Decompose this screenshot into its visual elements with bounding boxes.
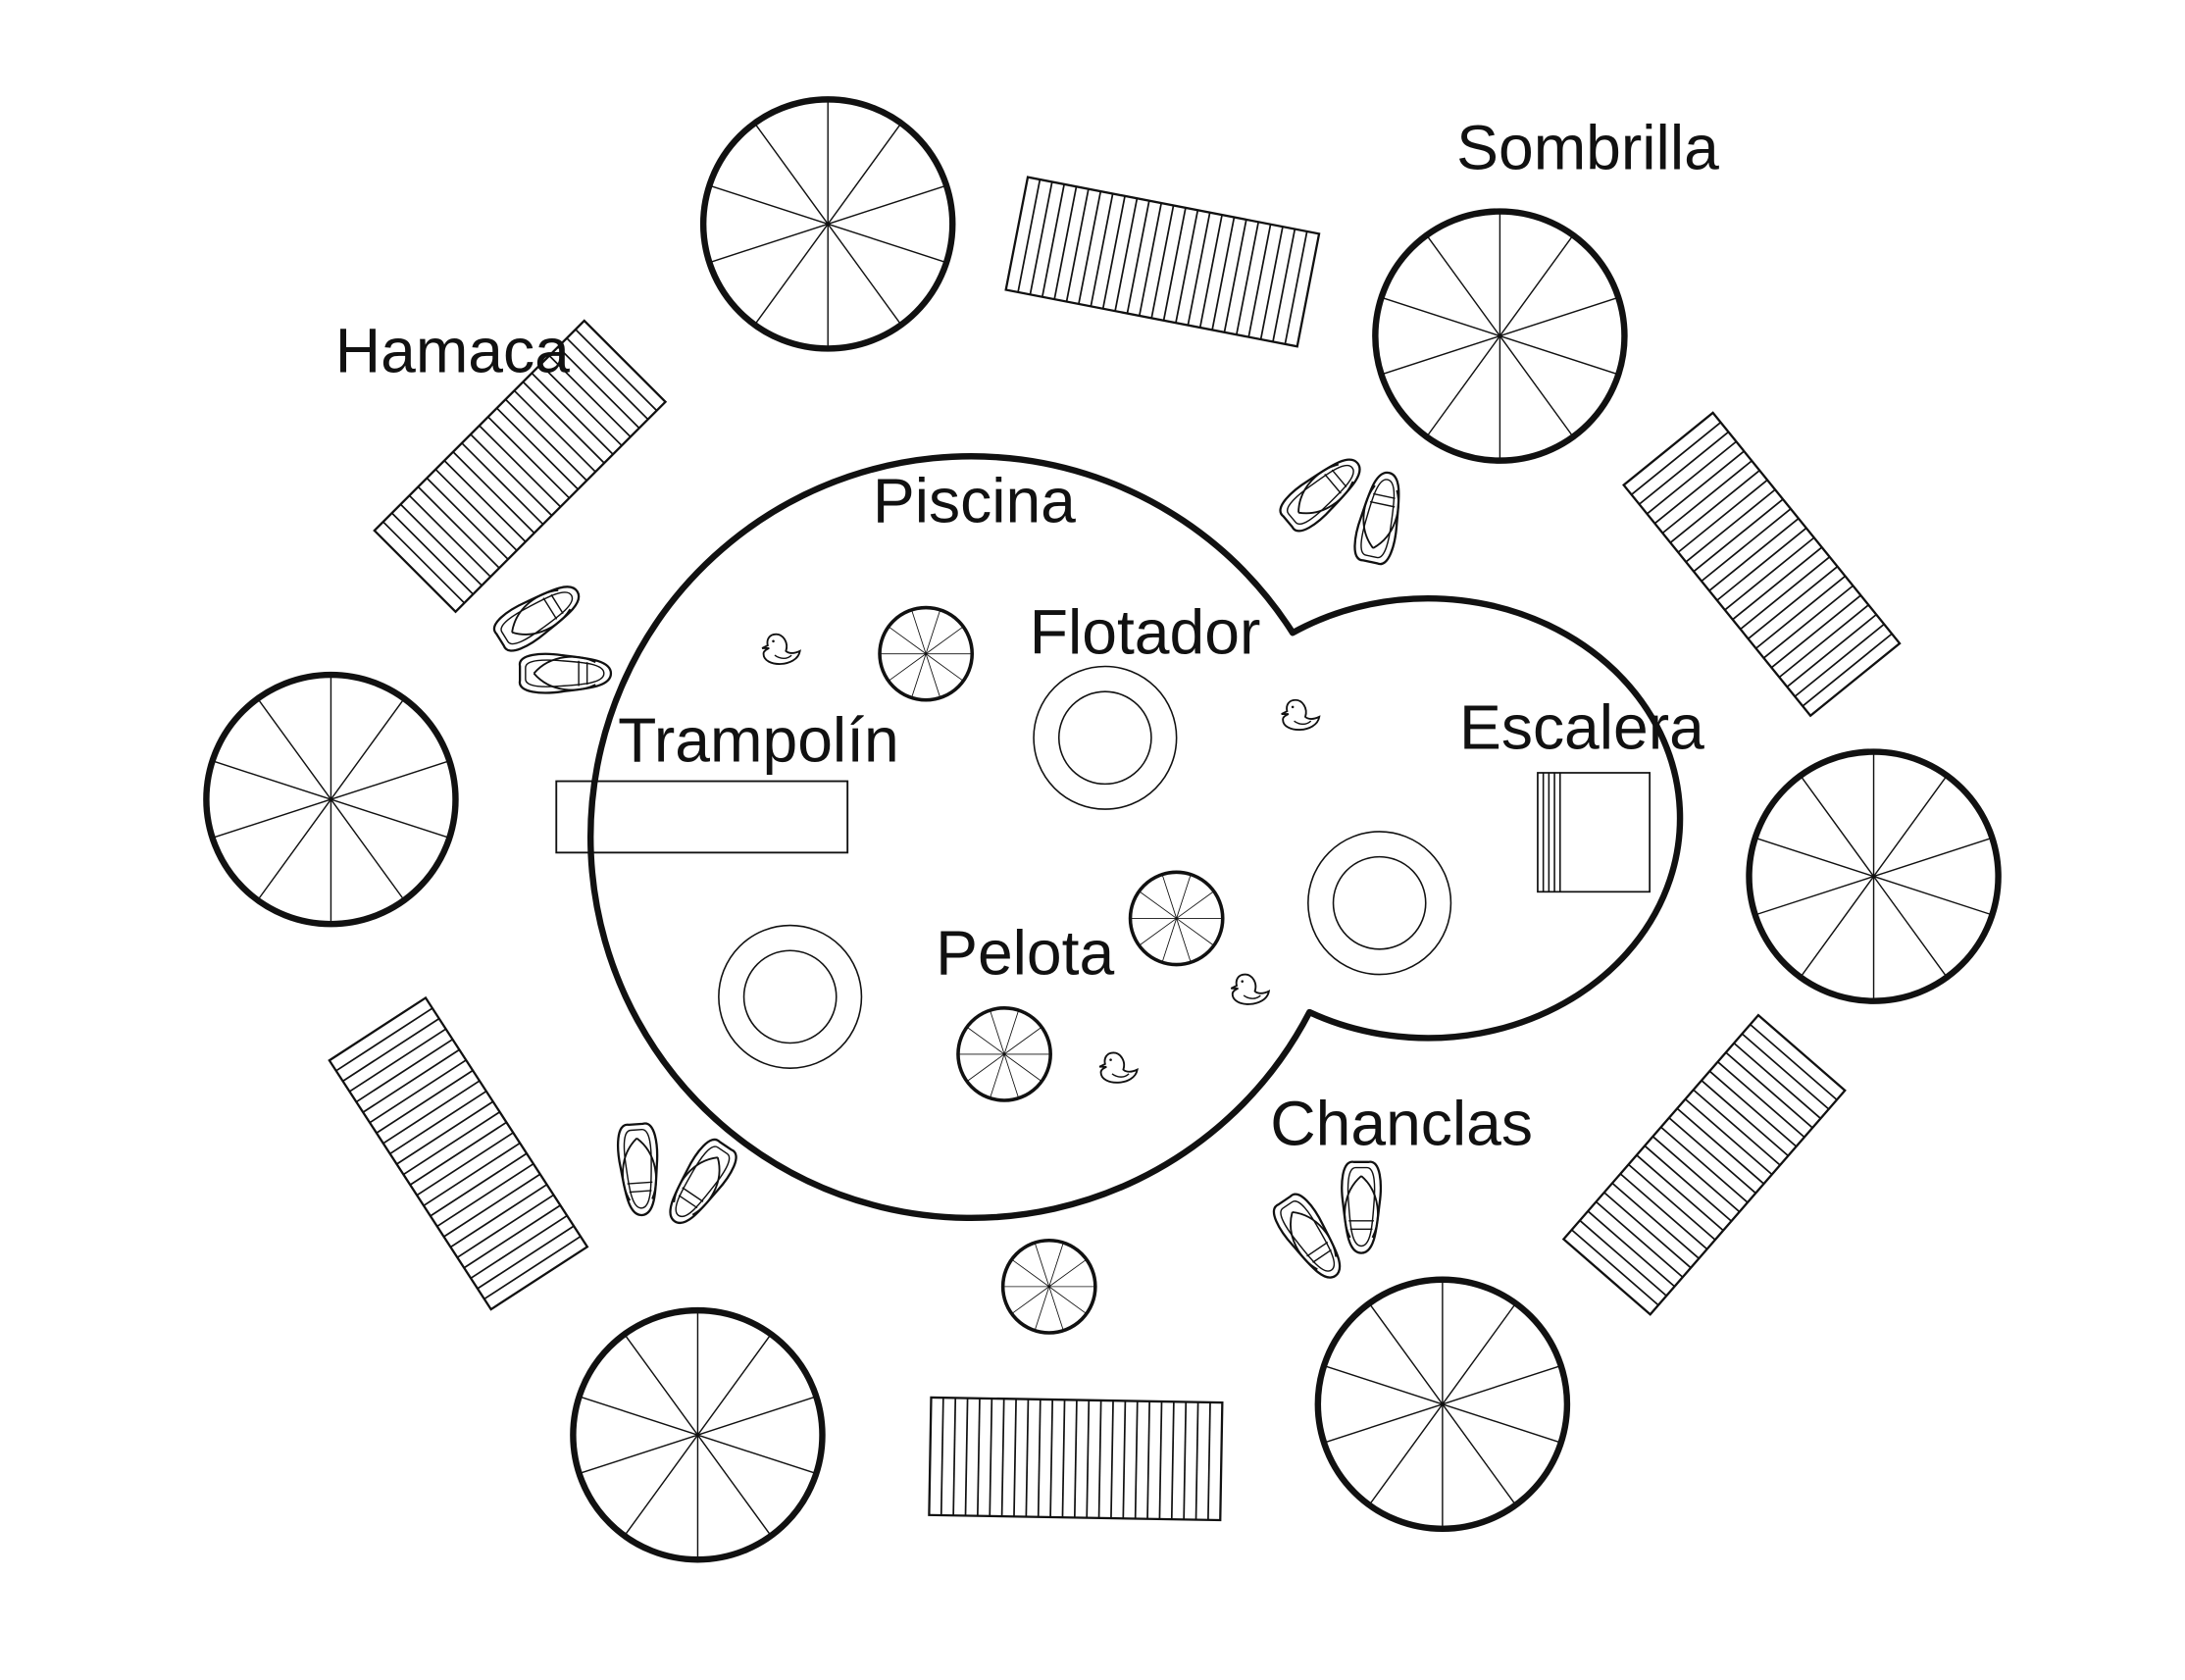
hamaca-top-left xyxy=(373,319,668,614)
pato-3 xyxy=(1230,973,1271,1005)
escalera-ladder xyxy=(1537,772,1651,893)
flotador-3 xyxy=(718,924,863,1069)
hamaca-top-right xyxy=(1622,411,1902,718)
hamaca-top xyxy=(1004,176,1321,348)
hamacas-group xyxy=(328,176,1902,1522)
chancla-left-1 xyxy=(492,585,581,652)
flotador-2 xyxy=(1307,831,1452,976)
piscina-group xyxy=(555,453,1684,1222)
label-hamaca: Hamaca xyxy=(335,316,570,386)
sombrilla-bottom-left xyxy=(570,1306,826,1563)
sombrilla-bottom-right xyxy=(1314,1276,1571,1533)
hamaca-bottom-left xyxy=(328,995,589,1311)
sombrilla-right xyxy=(1746,748,2002,1004)
pelota-3 xyxy=(956,1006,1052,1102)
chancla-bottom-right-1 xyxy=(1272,1193,1342,1279)
chancla-left-2 xyxy=(519,652,613,694)
label-escalera: Escalera xyxy=(1459,692,1704,763)
chanclas-group xyxy=(492,458,1400,1279)
piscina-outline xyxy=(586,453,1684,1222)
pelota-1 xyxy=(878,605,975,702)
pelota-4 xyxy=(1000,1238,1097,1335)
hamaca-bottom-right xyxy=(1561,1013,1847,1316)
label-chanclas: Chanclas xyxy=(1270,1089,1533,1159)
sombrilla-left xyxy=(203,671,459,928)
chancla-top-2 xyxy=(1353,471,1400,566)
flotador-1 xyxy=(1033,665,1178,810)
pato-1 xyxy=(761,633,801,665)
chancla-bottom-right-2 xyxy=(1341,1160,1383,1254)
chancla-bottom-left-1 xyxy=(617,1122,659,1217)
label-flotador: Flotador xyxy=(1030,597,1261,668)
sombrillas-group xyxy=(203,96,2002,1563)
chancla-bottom-left-2 xyxy=(669,1138,737,1225)
label-sombrilla: Sombrilla xyxy=(1456,113,1719,183)
pato-2 xyxy=(1281,698,1321,731)
pato-4 xyxy=(1098,1051,1139,1084)
chancla-top-1 xyxy=(1279,458,1361,533)
sombrilla-top-right xyxy=(1372,208,1628,464)
label-trampolin: Trampolín xyxy=(618,705,899,776)
hamaca-bottom xyxy=(928,1396,1224,1522)
sombrilla-top xyxy=(699,96,956,352)
pool-items-group xyxy=(718,605,1452,1335)
trampolin-board xyxy=(555,780,849,854)
label-pelota: Pelota xyxy=(936,918,1114,989)
pelota-2 xyxy=(1128,870,1225,967)
label-piscina: Piscina xyxy=(873,465,1076,535)
